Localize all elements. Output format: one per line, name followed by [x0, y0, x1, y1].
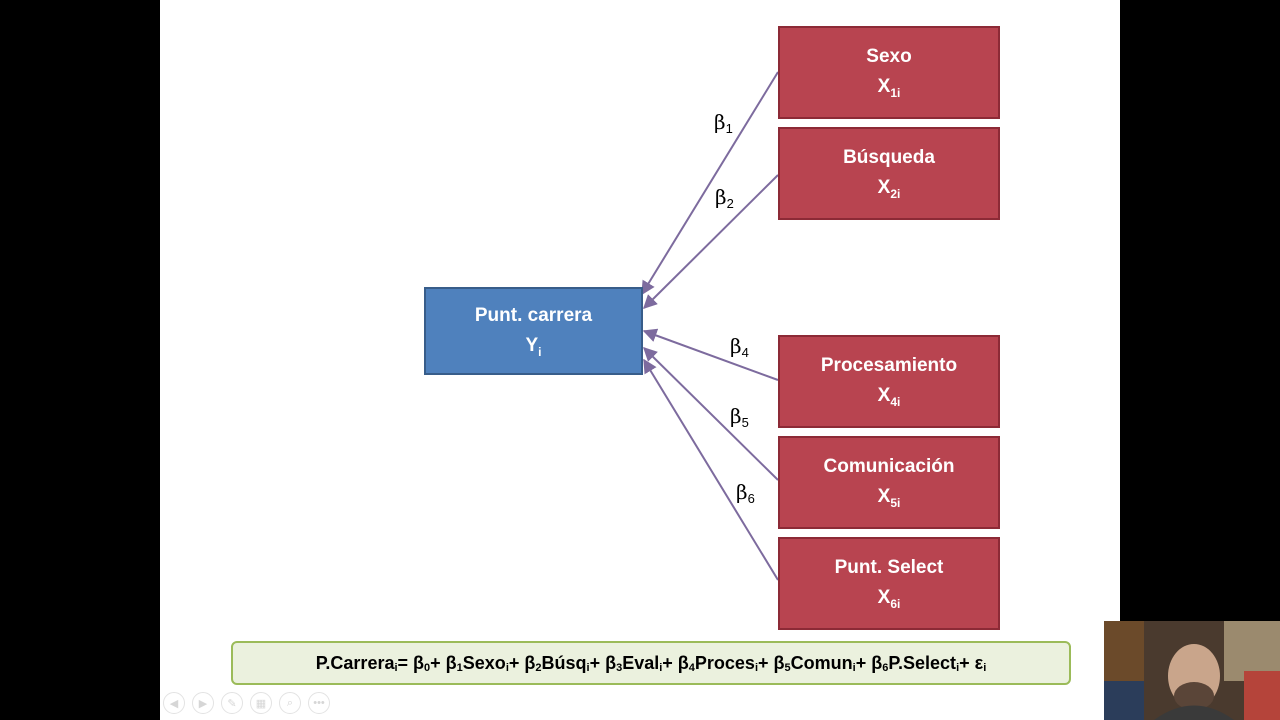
predictor-box-sexo: Sexo X1i — [778, 26, 1000, 119]
formula-subscript: i — [956, 662, 960, 674]
slides-icon[interactable]: ▦ — [250, 692, 272, 714]
predictor-label: Procesamiento — [820, 355, 958, 376]
slide: Punt. carrera Yi Sexo X1i Búsqueda X2i P… — [160, 0, 1120, 720]
formula-subscript: 5 — [784, 662, 791, 674]
previous-icon[interactable]: ◀ — [163, 692, 185, 714]
beta-label: β1 — [714, 110, 733, 136]
formula-subscript: 1 — [456, 662, 463, 674]
arrow-sexo — [641, 71, 779, 296]
arrow-procesamiento — [642, 328, 779, 381]
arrow-comunicacion — [643, 347, 779, 481]
slideshow-controls: ◀ ▶ ✎ ▦ ⌕ ••• — [163, 692, 330, 714]
formula-subscript: 0 — [424, 662, 431, 674]
predictor-variable: X5i — [877, 486, 901, 510]
formula-subscript: i — [983, 662, 987, 674]
formula-subscript: 3 — [616, 662, 623, 674]
beta-label: β6 — [736, 480, 755, 506]
formula-subscript: 4 — [688, 662, 695, 674]
arrow-busqueda — [643, 174, 779, 309]
formula-term: + β — [758, 652, 785, 673]
formula-term: Eval — [622, 652, 660, 673]
formula-term: = β — [397, 652, 425, 673]
predictor-label: Comunicación — [823, 456, 955, 477]
formula-subscript: i — [659, 662, 663, 674]
formula-term: + β — [662, 652, 689, 673]
formula-subscript: i — [394, 662, 398, 674]
formula-term: Comun — [790, 652, 853, 673]
predictor-label: Sexo — [866, 46, 912, 67]
formula-term: Proces — [694, 652, 755, 673]
more-icon[interactable]: ••• — [308, 692, 330, 714]
predictor-variable: X1i — [877, 76, 901, 100]
beta-label: β4 — [730, 334, 749, 360]
formula-term: + β — [430, 652, 457, 673]
predictor-variable: X6i — [877, 587, 901, 611]
beta-label: β5 — [730, 404, 749, 430]
predictor-box-procesamiento: Procesamiento X4i — [778, 335, 1000, 428]
zoom-icon[interactable]: ⌕ — [279, 692, 301, 714]
predictor-box-punt-select: Punt. Select X6i — [778, 537, 1000, 630]
outcome-variable: Yi — [525, 334, 542, 359]
formula-term: + β — [508, 652, 536, 673]
formula-term: + β — [855, 652, 883, 673]
outcome-label: Punt. carrera — [474, 304, 593, 326]
formula-term: + ε — [959, 652, 984, 673]
pen-icon[interactable]: ✎ — [221, 692, 243, 714]
outcome-box: Punt. carrera Yi — [424, 287, 643, 375]
formula-term: Sexo — [462, 652, 506, 673]
webcam-image — [1104, 621, 1280, 720]
formula-subscript: 6 — [882, 662, 889, 674]
webcam-overlay — [1104, 621, 1280, 720]
formula-subscript: i — [586, 662, 590, 674]
formula-term: + β — [589, 652, 617, 673]
formula-subscript: i — [852, 662, 856, 674]
formula-term: P.Select — [888, 652, 957, 673]
beta-label: β2 — [715, 185, 734, 211]
formula-subscript: 2 — [535, 662, 542, 674]
predictor-box-busqueda: Búsqueda X2i — [778, 127, 1000, 220]
predictor-label: Búsqueda — [843, 147, 935, 168]
predictor-label: Punt. Select — [834, 557, 944, 578]
arrow-punt-select — [643, 358, 779, 581]
predictor-box-comunicacion: Comunicación X5i — [778, 436, 1000, 529]
path-arrows — [641, 71, 779, 581]
formula-subscript: i — [754, 662, 759, 674]
formula-term: Búsq — [541, 652, 587, 673]
predictor-variable: X2i — [877, 177, 901, 201]
predictor-variable: X4i — [877, 385, 901, 409]
next-icon[interactable]: ▶ — [192, 692, 214, 714]
formula-subscript: i — [505, 662, 509, 674]
formula-term: P.Carrera — [315, 652, 395, 673]
